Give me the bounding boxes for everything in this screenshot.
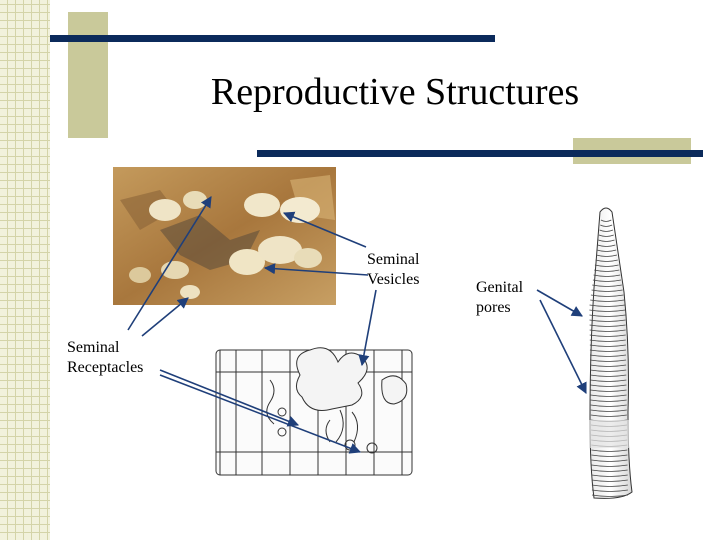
worm-segment-ring [591,489,628,492]
worm-segment-ring [590,374,627,377]
worm-segment-ring [589,344,626,347]
worm-segment-ring [590,399,627,402]
worm-segment-ring [592,284,622,287]
worm-segment-ring [590,369,627,372]
worm-segment-ring [599,229,614,232]
worm-segment-ring [589,334,626,337]
top-accent-block [68,12,108,138]
worm-segment-ring [594,264,619,267]
worm-segment-ring [596,249,617,252]
worm-segment-ring [591,464,628,467]
worm-segment-ring [592,279,622,282]
worm-segment-ring [589,304,626,307]
worm-segment-ring [590,409,627,412]
label-line: Vesicles [367,271,420,288]
worm-segment-ring [589,309,626,312]
label-line: Genital [476,279,524,296]
worm-segment-ring [589,339,626,342]
worm-segment-ring [598,234,614,237]
bottom-rule [257,150,703,157]
worm-segment-ring [590,294,624,297]
label-line: Receptacles [67,359,144,376]
worm-segment-ring [590,414,627,417]
worm-segment-ring [590,404,627,407]
segment-line-drawing [215,347,413,476]
label-seminal-receptacles: Seminal Receptacles [67,338,143,378]
worm-segment-ring [595,259,618,262]
worm-segment-ring [590,384,627,387]
worm-segment-ring [600,224,613,227]
worm-segment-ring [589,349,627,352]
worm-segment-ring [591,449,628,452]
worm-segment-ring [596,254,618,257]
worm-segment-ring [590,389,627,392]
worm-segment-ring [591,459,628,462]
worm-segment-ring [591,479,628,482]
worm-segment-ring [594,269,620,272]
decorative-stripes [0,0,50,540]
worm-segment-ring [589,324,626,327]
leader-arrows [127,196,587,454]
top-rule [50,35,495,42]
worm-segment-ring [597,244,616,247]
worm-segment-ring [589,319,626,322]
label-genital-pores: Genital pores [476,278,523,318]
worm-segment-ring [591,469,628,472]
worm-segment-ring [589,314,626,317]
worm-segment-ring [598,239,615,242]
dissection-photo [113,167,336,305]
earthworm-drawing [589,207,633,499]
worm-segment-ring [590,359,627,362]
label-line: Seminal [67,339,120,356]
worm-segment-ring [591,454,628,457]
worm-segment-ring [589,329,626,332]
worm-segment-ring [591,494,629,497]
label-line: Seminal [367,251,420,268]
worm-segment-ring [600,219,612,222]
worm-segment-ring [590,299,625,302]
worm-segment-ring [590,394,627,397]
worm-segment-ring [589,354,627,357]
worm-segment-ring [591,289,623,292]
worm-segment-ring [591,474,628,477]
worm-segment-ring [591,484,628,487]
worm-segment-ring [593,274,621,277]
worm-segment-ring [590,379,627,382]
label-seminal-vesicles: Seminal Vesicles [367,250,419,290]
worm-segment-ring [590,364,627,367]
label-line: pores [476,299,511,316]
slide-title: Reproductive Structures [210,71,580,113]
